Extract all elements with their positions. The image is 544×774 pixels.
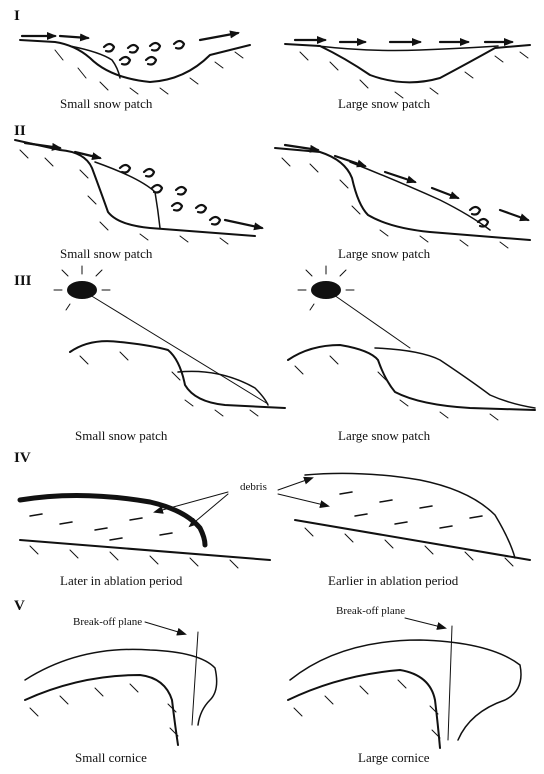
- ice-layers: [340, 492, 482, 528]
- eddy: [470, 207, 480, 215]
- wind-arrow: [25, 143, 60, 148]
- break-off-arrow: [145, 622, 185, 634]
- numeral-III: III: [14, 273, 32, 289]
- eddy: [176, 187, 186, 195]
- eddy: [104, 44, 114, 52]
- eddy: [172, 203, 182, 211]
- eddy: [144, 169, 154, 177]
- numeral-II: II: [14, 123, 26, 139]
- snow-patch: [318, 46, 498, 51]
- caption-V-left: Small cornice: [75, 750, 147, 765]
- ground-hatching: [305, 528, 513, 566]
- ground-hatching: [282, 158, 508, 248]
- eddy: [210, 217, 220, 225]
- panel-III-left: [54, 266, 285, 416]
- ground-hatching: [300, 52, 528, 98]
- wind-arrow: [200, 33, 238, 40]
- debris-arrow: [190, 494, 228, 526]
- caption-I-left: Small snow patch: [60, 96, 153, 111]
- ground-surface: [20, 540, 270, 560]
- snow-surface: [305, 473, 515, 558]
- sun-icon: [312, 282, 340, 298]
- panel-IV-right: [278, 473, 530, 566]
- ground-hatching: [20, 150, 228, 244]
- caption-V-right: Large cornice: [358, 750, 430, 765]
- slope-surface: [275, 148, 530, 240]
- rock-surface: [25, 675, 178, 745]
- wind-arrow: [500, 210, 528, 220]
- panel-V-right: [288, 618, 521, 748]
- panel-III-right: [288, 266, 535, 420]
- eddy: [128, 45, 138, 53]
- wind-arrow: [225, 220, 262, 228]
- caption-IV-right: Earlier in ablation period: [328, 573, 459, 588]
- wind-arrow: [432, 188, 458, 198]
- debris-arrow: [278, 478, 312, 490]
- ground-hatching: [80, 352, 258, 416]
- debris-layer: [20, 495, 205, 545]
- sun-ray-line: [90, 295, 268, 404]
- rock-surface: [288, 670, 440, 748]
- eddy: [174, 41, 184, 49]
- slope-surface: [70, 341, 285, 408]
- cornice-outline: [25, 649, 217, 725]
- panel-I-left: [20, 33, 250, 94]
- break-off-arrow: [405, 618, 445, 628]
- break-off-plane: [192, 632, 198, 725]
- numeral-V: V: [14, 598, 25, 614]
- wind-arrow: [385, 172, 415, 182]
- break-off-plane: [448, 626, 452, 740]
- caption-I-right: Large snow patch: [338, 96, 431, 111]
- panel-II-left: [15, 140, 262, 244]
- wind-arrow: [60, 36, 88, 38]
- panel-II-right: [275, 145, 530, 248]
- panel-IV-left: [20, 492, 270, 568]
- snow-patch: [350, 162, 490, 230]
- eddy: [120, 165, 130, 173]
- numeral-IV: IV: [14, 450, 31, 466]
- ground-hatching: [30, 684, 178, 736]
- eddy: [196, 205, 206, 213]
- panel-I-right: [285, 40, 530, 98]
- eddy: [150, 43, 160, 51]
- caption-III-right: Large snow patch: [338, 428, 431, 443]
- debris-arrow: [278, 494, 328, 506]
- ground-hatching: [295, 356, 498, 420]
- caption-II-left: Small snow patch: [60, 246, 153, 261]
- label-break-off-right: Break-off plane: [336, 605, 405, 617]
- debris-arrow: [155, 492, 228, 512]
- eddy: [146, 57, 156, 65]
- ice-layers: [30, 514, 172, 540]
- eddy: [120, 57, 130, 65]
- sun-ray-line: [334, 295, 410, 348]
- caption-III-left: Small snow patch: [75, 428, 168, 443]
- cornice-outline: [290, 640, 521, 740]
- slope-surface: [288, 345, 535, 410]
- panel-V-left: [25, 622, 217, 745]
- ground-surface: [295, 520, 530, 560]
- label-break-off-left: Break-off plane: [73, 616, 142, 628]
- caption-IV-left: Later in ablation period: [60, 573, 183, 588]
- snow-patch: [375, 348, 535, 408]
- eddy: [152, 185, 162, 193]
- caption-II-right: Large snow patch: [338, 246, 431, 261]
- numeral-I: I: [14, 8, 20, 24]
- label-debris: debris: [240, 481, 267, 493]
